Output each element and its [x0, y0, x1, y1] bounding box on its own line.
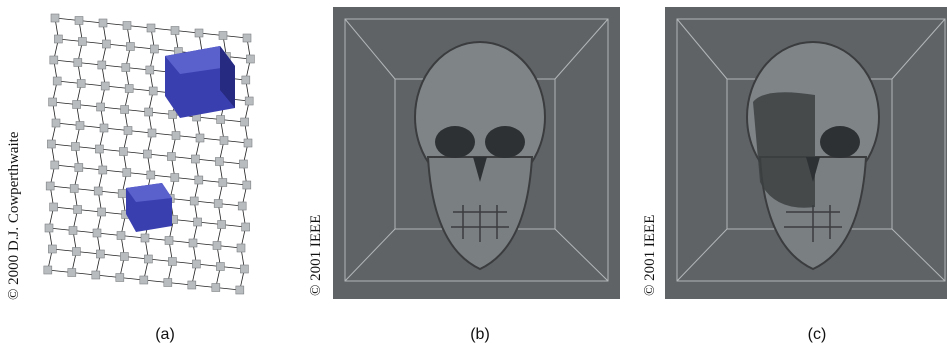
- caption-a: (a): [145, 326, 185, 344]
- skull-volume-render-c: [665, 7, 947, 299]
- panel-a-lattice: [40, 8, 280, 303]
- panel-b-render: [333, 7, 620, 299]
- credit-c: © 2001 IEEE: [642, 215, 659, 296]
- caption-b: (b): [460, 326, 500, 344]
- panel-c-render: [665, 7, 947, 299]
- credit-a: © 2000 D.J. Cowperthwaite: [6, 132, 23, 300]
- credit-b: © 2001 IEEE: [308, 215, 325, 296]
- caption-c: (c): [797, 326, 837, 344]
- skull-volume-render-b: [333, 7, 620, 299]
- lattice-illustration: [40, 8, 280, 303]
